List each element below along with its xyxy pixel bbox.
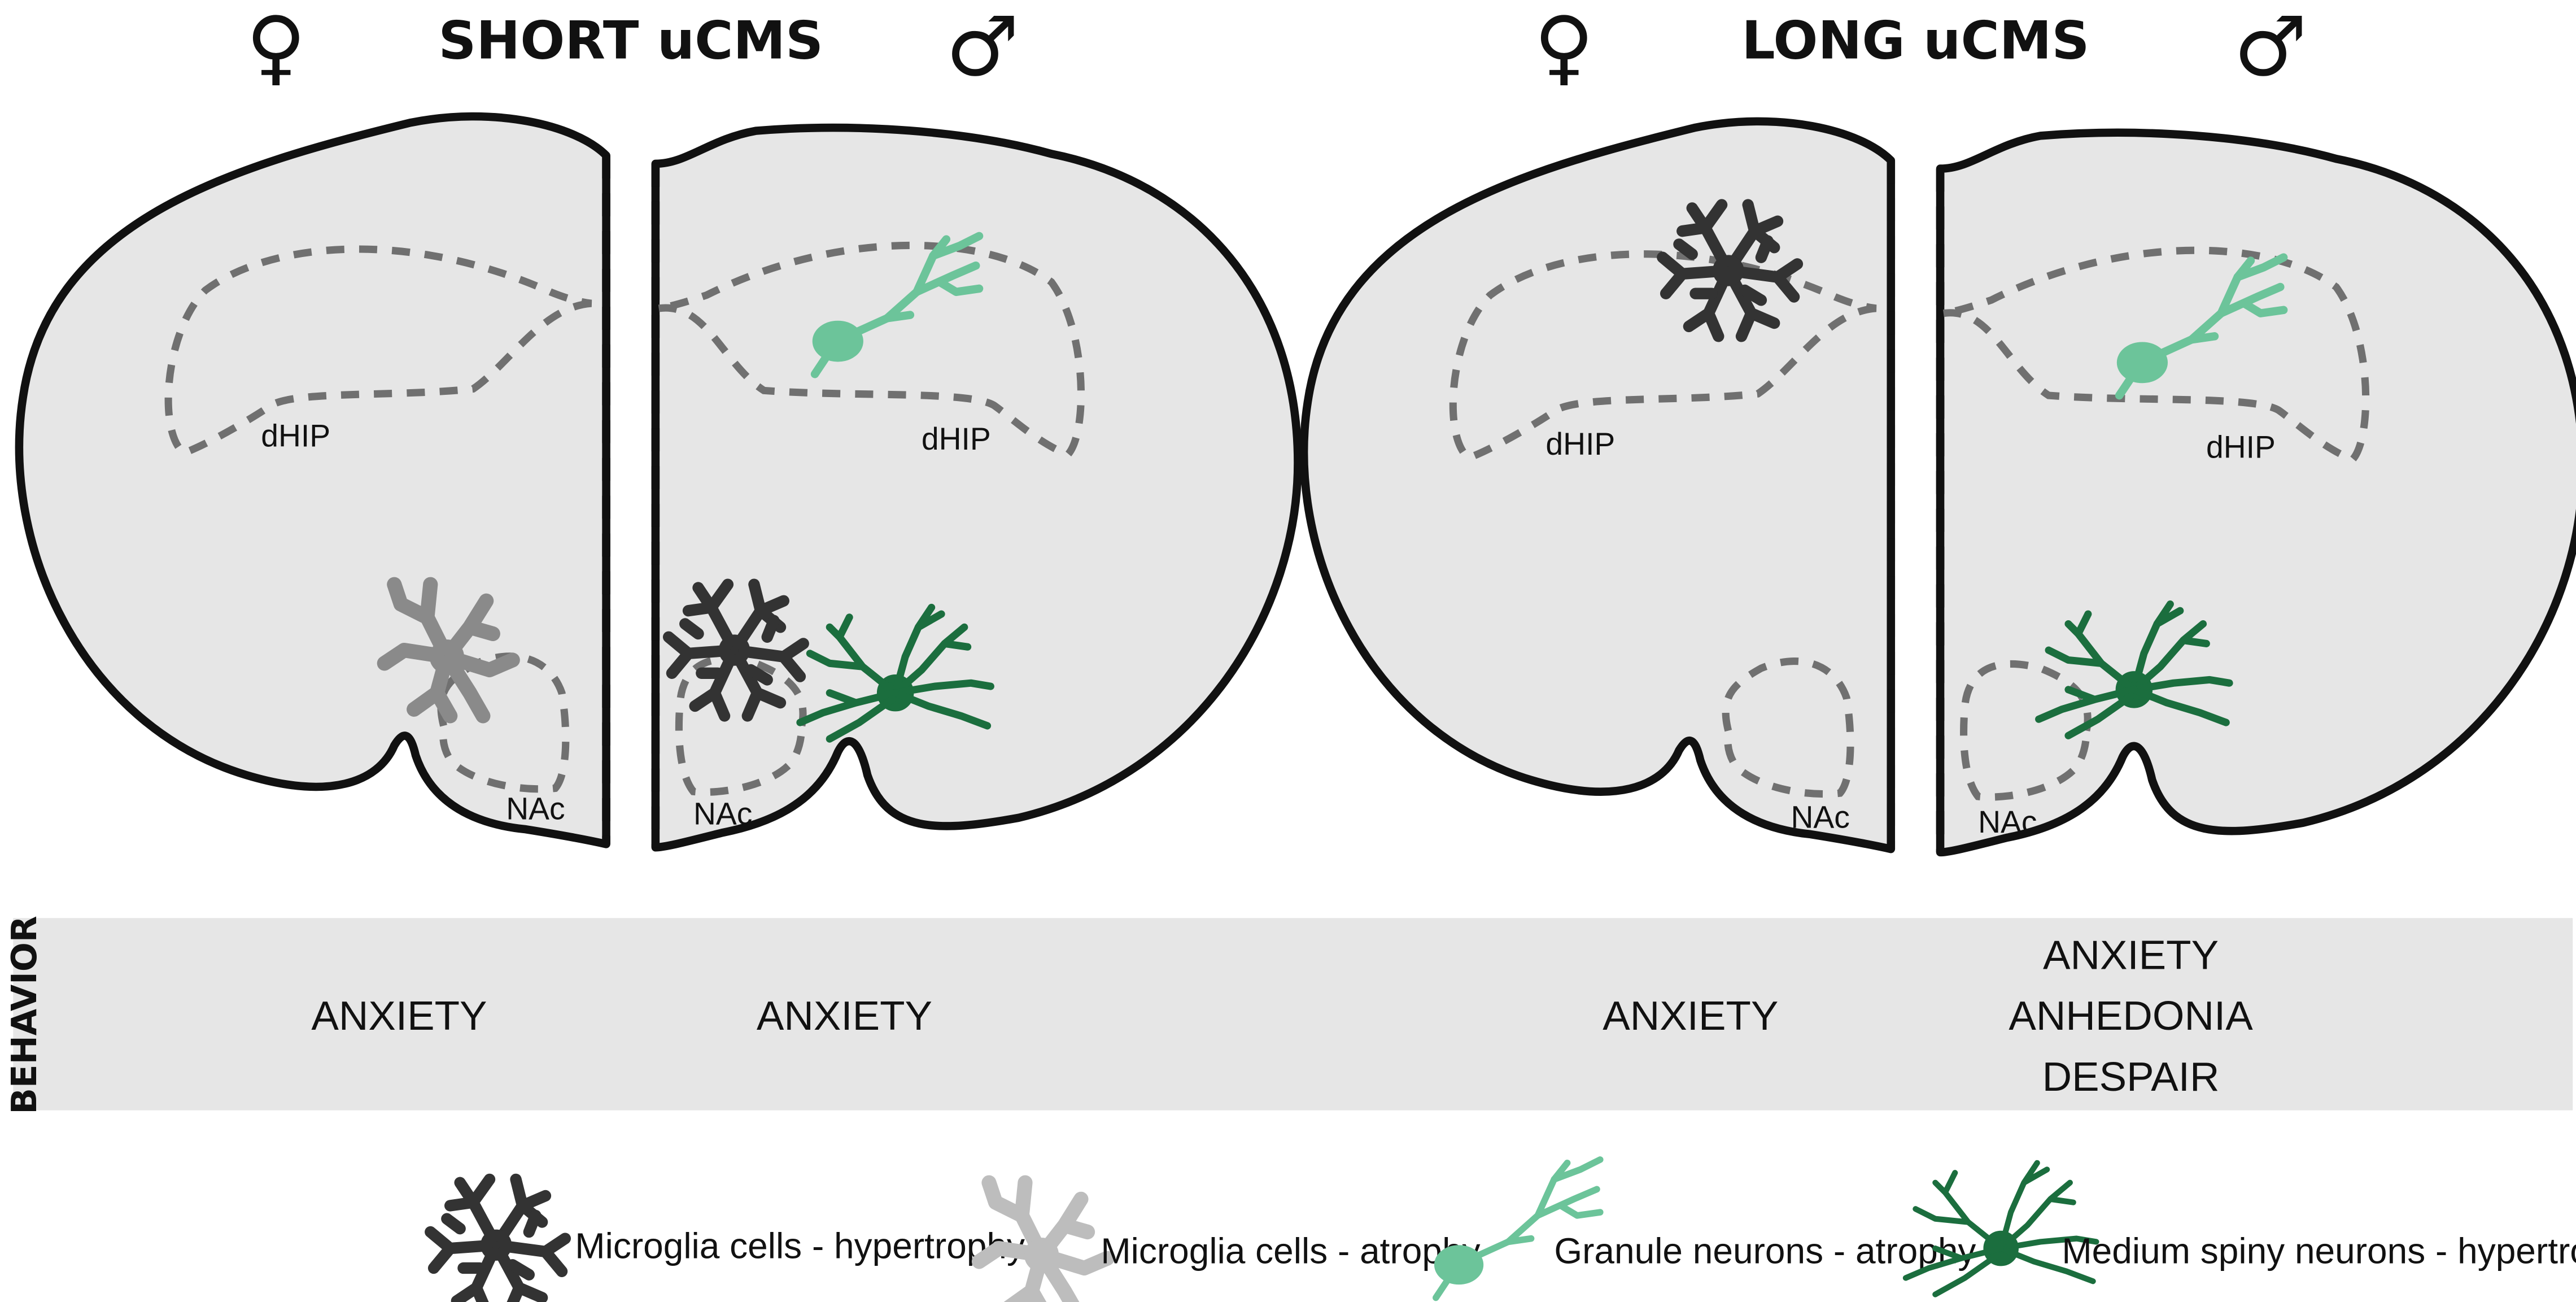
left-hemisphere	[1300, 117, 1896, 854]
behavior-long-male-2: ANHEDONIA	[2009, 993, 2253, 1039]
nac-label: NAc	[693, 796, 752, 831]
dhip-region-left	[1449, 250, 1877, 463]
behavior-title: BEHAVIOR	[5, 916, 45, 1114]
long-ucms-title: LONG uCMS	[1741, 10, 2089, 71]
dhip-label: dHIP	[2206, 430, 2276, 465]
brain-section-short: dHIP dHIP NAc NAc	[15, 112, 1302, 852]
granule-neuron-icon	[1436, 1160, 1600, 1297]
male-symbol: ♂	[946, 0, 1019, 95]
dhip-region-left	[164, 245, 592, 458]
nac-label: NAc	[1791, 799, 1849, 834]
behavior-band: BEHAVIOR ANXIETY ANXIETY ANXIETY ANXIETY…	[5, 916, 2573, 1114]
nac-region-left	[1722, 657, 1854, 798]
legend-msn-hypertrophy: Medium spiny neurons - hypertrophy	[2062, 1230, 2576, 1271]
female-symbol: ♀	[246, 0, 307, 95]
dhip-label: dHIP	[261, 418, 330, 453]
nac-label: NAc	[506, 791, 565, 826]
male-symbol: ♂	[2234, 0, 2307, 95]
nac-region-right	[675, 655, 807, 796]
nac-label: NAc	[1978, 804, 2037, 839]
behavior-short-male: ANXIETY	[757, 993, 932, 1039]
behavior-background	[13, 918, 2573, 1111]
header-row: ♀ SHORT uCMS ♂ ♀ LONG uCMS ♂	[246, 0, 2308, 95]
brain-section-long: dHIP dHIP NAc NAc	[1300, 117, 2576, 857]
right-hemisphere	[1936, 128, 2576, 857]
right-hemisphere	[651, 123, 1302, 852]
legend-granule-atrophy: Granule neurons - atrophy	[1554, 1230, 1976, 1271]
microglia-atrophy-icon	[979, 1183, 1107, 1302]
legend: Microglia cells - hypertrophy Microglia …	[430, 1160, 2576, 1302]
left-hemisphere	[15, 112, 610, 848]
behavior-short-female: ANXIETY	[311, 993, 487, 1039]
dhip-label: dHIP	[1545, 426, 1615, 461]
female-symbol: ♀	[1534, 0, 1595, 95]
dhip-region-right	[658, 241, 1085, 459]
short-ucms-title: SHORT uCMS	[438, 10, 823, 71]
medium-spiny-neuron-icon	[1906, 1163, 2096, 1295]
microglia-hypertrophy-icon	[430, 1179, 565, 1302]
behavior-long-male-1: ANXIETY	[2043, 932, 2219, 978]
nac-region-right	[1960, 660, 2092, 801]
behavior-long-female: ANXIETY	[1603, 993, 1778, 1039]
legend-microglia-hypertrophy: Microglia cells - hypertrophy	[575, 1226, 1025, 1266]
legend-microglia-atrophy: Microglia cells - atrophy	[1101, 1230, 1480, 1271]
dhip-region-right	[1942, 246, 2370, 464]
dhip-label: dHIP	[922, 421, 991, 456]
behavior-long-male-3: DESPAIR	[2042, 1054, 2220, 1100]
